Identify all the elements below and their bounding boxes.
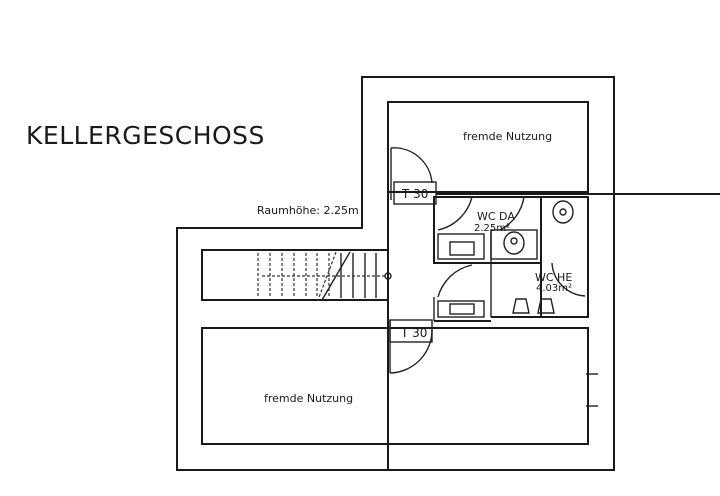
door-bottom[interactable]: T 30 [389,319,433,374]
urinal-icon [512,298,530,314]
door-label-top: T 30 [401,187,428,201]
stair-area [201,249,389,301]
room-height-label: Raumhöhe: 2.25m [257,204,359,217]
door-label-bottom: T 30 [400,326,427,340]
outer-wall [176,76,615,471]
door-top[interactable]: T 30 [390,147,437,205]
room-area-wc-he: 4.03m² [536,283,572,294]
sink-lower [437,300,485,318]
door-swing-bottom [389,329,433,374]
room-area-wc-da: 2.25m² [474,223,510,234]
sink-basin-icon [449,241,475,256]
room-wc-he: WC HE 4.03m² [490,196,589,318]
door-swing-wc-da [437,196,473,231]
toilet-icon [552,200,574,224]
sink-basin-icon [449,303,475,315]
plan-title: KELLERGESCHOSS [26,121,265,150]
room-label-fremde-nutzung-bottom: fremde Nutzung [264,392,353,405]
room-fremde-nutzung-bottom [201,327,589,445]
sink-wc-da [437,233,485,260]
staircase [257,251,392,301]
room-label-wc-he: WC HE [535,271,572,284]
room-fremde-nutzung-top [387,101,589,193]
toilet-icon [503,231,525,255]
urinal-icon [537,298,555,314]
room-label-wc-da: WC DA [477,210,515,223]
door-swing-lower [437,264,473,298]
room-label-fremde-nutzung-top: fremde Nutzung [463,130,552,143]
door-swing-top [390,147,433,184]
room-wc-da: WC DA 2.25m² [433,196,542,264]
